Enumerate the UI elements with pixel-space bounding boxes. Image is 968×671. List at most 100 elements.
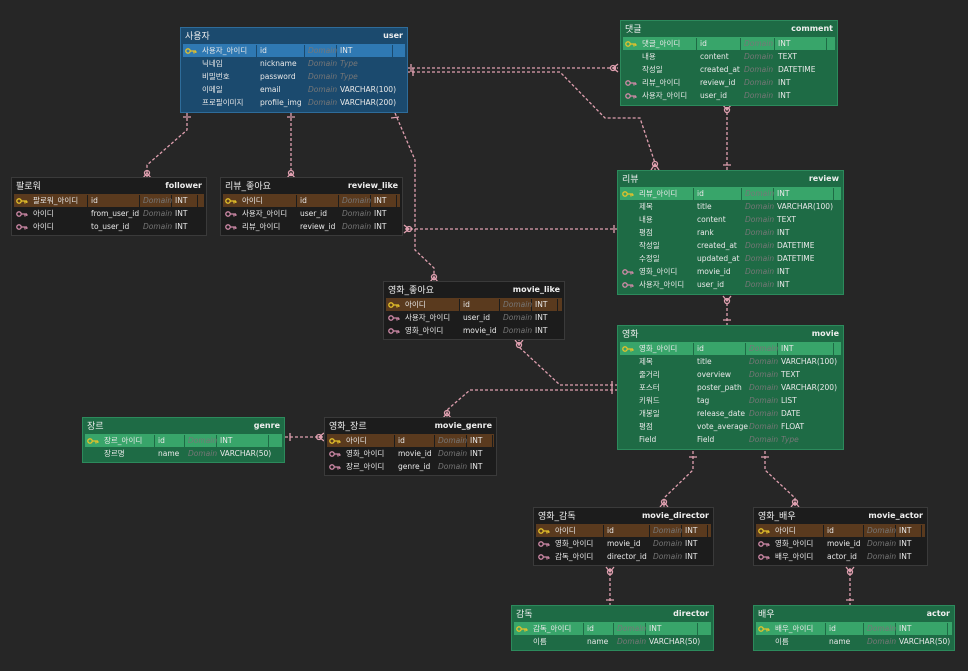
logical-column-name: 이름 — [775, 636, 789, 646]
domain-cell: Domain — [749, 356, 779, 366]
type-cell: FLOAT — [781, 421, 805, 431]
physical-column-name: name — [587, 636, 609, 646]
table-physical-name: review_like — [347, 181, 398, 190]
column-spacer — [85, 448, 101, 459]
domain-cell: Domain — [143, 221, 173, 231]
table-physical-name: movie_like — [512, 285, 560, 294]
column-spacer — [620, 201, 636, 212]
type-cell: INT — [646, 622, 698, 635]
type-cell: INT — [374, 221, 387, 231]
table-logical-name: 사용자 — [185, 32, 210, 42]
logical-column-name: 제목 — [639, 356, 653, 366]
column-spacer — [620, 408, 636, 419]
rel-user-movie-like — [394, 112, 435, 282]
logical-column-name: 배우_아이디 — [772, 622, 826, 635]
physical-column-name: updated_at — [697, 253, 740, 263]
type-cell: VARCHAR(200) — [781, 382, 838, 392]
physical-column-name: user_id — [700, 90, 727, 100]
logical-column-name: 프로필이미지 — [202, 97, 244, 107]
type-cell: INT — [535, 312, 548, 322]
table-physical-name: movie — [811, 329, 839, 338]
physical-column-name: user_id — [300, 208, 327, 218]
type-cell: Type — [340, 71, 358, 81]
column-spacer — [620, 253, 636, 264]
table-physical-name: movie_genre — [434, 421, 492, 430]
domain-cell: Domain — [744, 51, 774, 61]
physical-column-name: id — [604, 524, 650, 537]
type-cell: INT — [778, 342, 834, 355]
logical-column-name: 아이디 — [33, 208, 54, 218]
table-physical-name: user — [383, 31, 403, 40]
physical-column-name: id — [826, 622, 864, 635]
type-cell: INT — [685, 538, 698, 548]
foreign-key-icon — [386, 325, 402, 336]
logical-column-name: 제목 — [639, 201, 653, 211]
logical-column-name: 댓글_아이디 — [639, 37, 697, 50]
logical-column-name: 내용 — [639, 214, 653, 224]
